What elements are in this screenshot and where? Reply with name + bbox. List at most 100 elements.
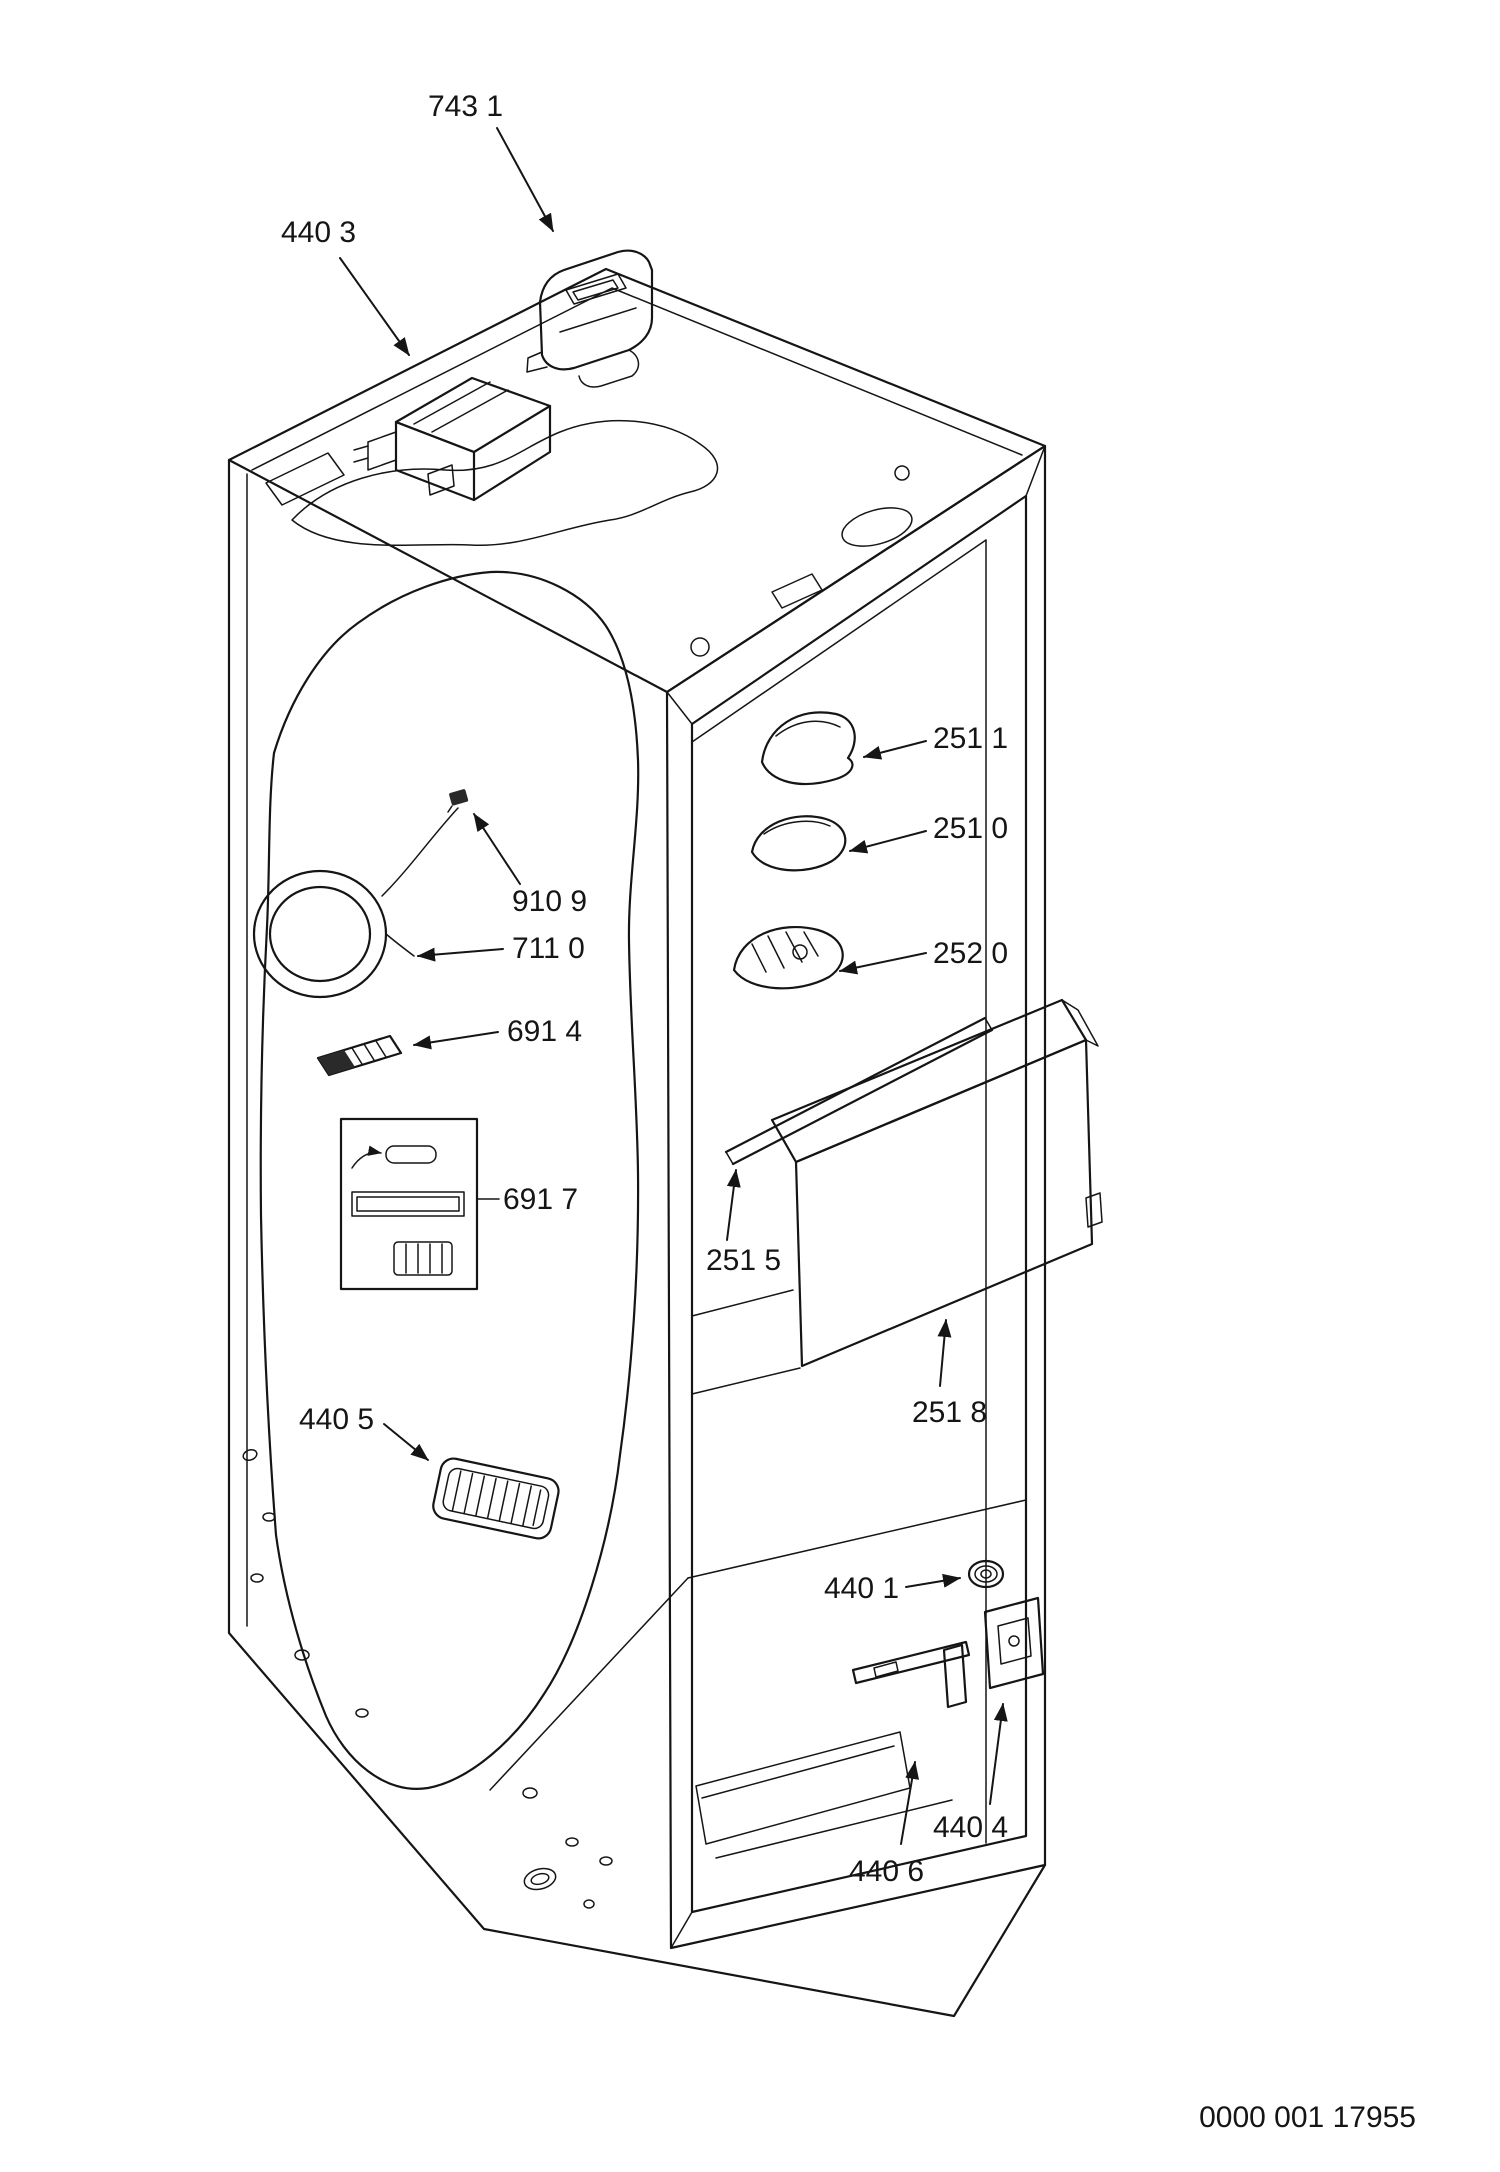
coil-inner-ring bbox=[268, 885, 372, 983]
kit-clamp bbox=[393, 1241, 453, 1276]
kick-panel-inner-line bbox=[701, 1745, 895, 1799]
cabinet-front-opening bbox=[665, 444, 1047, 1950]
plate-dark-end bbox=[318, 1050, 355, 1075]
panel-hole-4 bbox=[294, 1649, 310, 1661]
kick-panel bbox=[695, 1731, 911, 1845]
panel-hole-3 bbox=[250, 1573, 264, 1583]
bracket-part-440-6 bbox=[851, 1640, 971, 1709]
leader-440-3 bbox=[339, 257, 410, 356]
nut-body bbox=[449, 789, 469, 806]
bracket4-inner bbox=[997, 1617, 1032, 1665]
opening-inner-frame bbox=[690, 494, 1028, 1914]
control-right-face bbox=[472, 404, 552, 502]
interior-floor-back-edge bbox=[687, 1499, 1027, 1579]
wall-line-left-of-box bbox=[691, 1289, 794, 1317]
coil-outer-ring bbox=[252, 869, 388, 999]
frame-corner-connectors bbox=[666, 445, 1046, 1949]
part-label-691-7: 691 7 bbox=[503, 1183, 578, 1216]
grommet-part-440-1 bbox=[967, 1559, 1005, 1589]
top-oval-opening bbox=[841, 507, 913, 547]
clip-outline bbox=[760, 711, 856, 786]
leader-440-5 bbox=[383, 1423, 429, 1461]
box-right-sliver bbox=[1061, 999, 1099, 1047]
leader-lines bbox=[339, 127, 1008, 1845]
vent-grille-part-440-5 bbox=[432, 1457, 560, 1540]
top-small-hole-1 bbox=[894, 465, 910, 481]
control-front-face bbox=[394, 420, 476, 502]
grille-louvers bbox=[451, 1470, 542, 1527]
kit-part-691-7 bbox=[339, 1117, 479, 1291]
nut-tail bbox=[447, 805, 453, 813]
light-housing-part-743-1 bbox=[526, 249, 654, 388]
leader-252-0 bbox=[839, 952, 927, 975]
nut-part-910-9 bbox=[447, 789, 469, 813]
panel-hole-9 bbox=[583, 1899, 595, 1909]
housing-ridge bbox=[559, 307, 637, 333]
coil-wire-tail bbox=[385, 933, 415, 957]
housing-window-inner bbox=[572, 279, 619, 301]
cover-part-252-0 bbox=[732, 925, 844, 990]
kit-bar-inner bbox=[356, 1196, 460, 1212]
housing-foot bbox=[526, 351, 548, 373]
part-label-252-0: 252 0 bbox=[933, 937, 1008, 970]
panel-hole-2 bbox=[262, 1512, 276, 1522]
cover0-outline bbox=[750, 815, 847, 872]
clip-part-251-1 bbox=[760, 711, 856, 786]
leader-251-1 bbox=[863, 740, 927, 760]
part-label-251-1: 251 1 bbox=[933, 722, 1008, 755]
panel-hole-1 bbox=[242, 1448, 258, 1462]
cover2-screw bbox=[792, 944, 808, 960]
freezer-liner bbox=[242, 570, 640, 1909]
bracket4-outline bbox=[983, 1596, 1045, 1690]
grommet-mid bbox=[974, 1565, 998, 1583]
document-code: 0000 001 17955 bbox=[1199, 2101, 1416, 2134]
top-inner-rim bbox=[251, 287, 1023, 471]
panel-hole-7 bbox=[565, 1837, 579, 1847]
interior-floor-left-edge bbox=[489, 1577, 689, 1791]
part-label-440-5: 440 5 bbox=[299, 1403, 374, 1436]
bracket-part-440-4 bbox=[983, 1596, 1045, 1690]
grommet-inner bbox=[980, 1569, 992, 1579]
part-label-251-5: 251 5 bbox=[706, 1244, 781, 1277]
bottom-front-line bbox=[715, 1799, 953, 1859]
control-connector-pins bbox=[353, 445, 369, 463]
top-small-slot bbox=[771, 573, 823, 609]
top-vent-slot bbox=[265, 452, 345, 506]
control-ridge-2 bbox=[431, 389, 509, 433]
top-foam-contour bbox=[291, 419, 719, 547]
plate-hatching bbox=[351, 1040, 387, 1065]
bracket4-hole bbox=[1008, 1635, 1020, 1647]
control-connector bbox=[367, 431, 397, 471]
part-label-440-4: 440 4 bbox=[933, 1811, 1008, 1844]
kit-box bbox=[339, 1117, 479, 1291]
panel-hole-large bbox=[523, 1867, 557, 1891]
box-side-tab bbox=[1085, 1192, 1103, 1228]
leader-691-4 bbox=[413, 1031, 499, 1050]
plate-part-691-4 bbox=[316, 1034, 403, 1077]
top-small-hole-2 bbox=[690, 637, 710, 657]
panel-hole-6 bbox=[522, 1787, 538, 1799]
housing-outline bbox=[538, 249, 654, 371]
leader-440-1 bbox=[905, 1573, 961, 1588]
cover0-inner-line bbox=[763, 820, 831, 835]
leader-251-0 bbox=[849, 830, 927, 854]
housing-window bbox=[565, 273, 627, 305]
part-label-910-9: 910 9 bbox=[512, 885, 587, 918]
bracket6-leg bbox=[942, 1643, 968, 1709]
panel-hole-large-inner bbox=[530, 1872, 550, 1886]
part-label-711-0: 711 0 bbox=[512, 932, 585, 965]
cabinet-left-and-bottom-edge bbox=[227, 458, 1047, 2018]
coil-wire-to-nut bbox=[381, 807, 459, 897]
leader-910-9 bbox=[473, 813, 521, 885]
kit-clamp-ribs bbox=[405, 1243, 443, 1274]
cover-part-251-0 bbox=[750, 815, 847, 872]
grommet-outer bbox=[967, 1559, 1005, 1589]
leader-711-0 bbox=[417, 947, 504, 962]
interior-ceiling-edge bbox=[691, 539, 987, 743]
rail-part-251-5 bbox=[724, 1016, 994, 1166]
part-label-440-3: 440 3 bbox=[281, 216, 356, 249]
kit-bar-outer bbox=[351, 1191, 465, 1217]
rail-end-caps bbox=[725, 1017, 993, 1165]
part-label-743-1: 743 1 bbox=[428, 90, 503, 123]
part-label-251-0: 251 0 bbox=[933, 812, 1008, 845]
